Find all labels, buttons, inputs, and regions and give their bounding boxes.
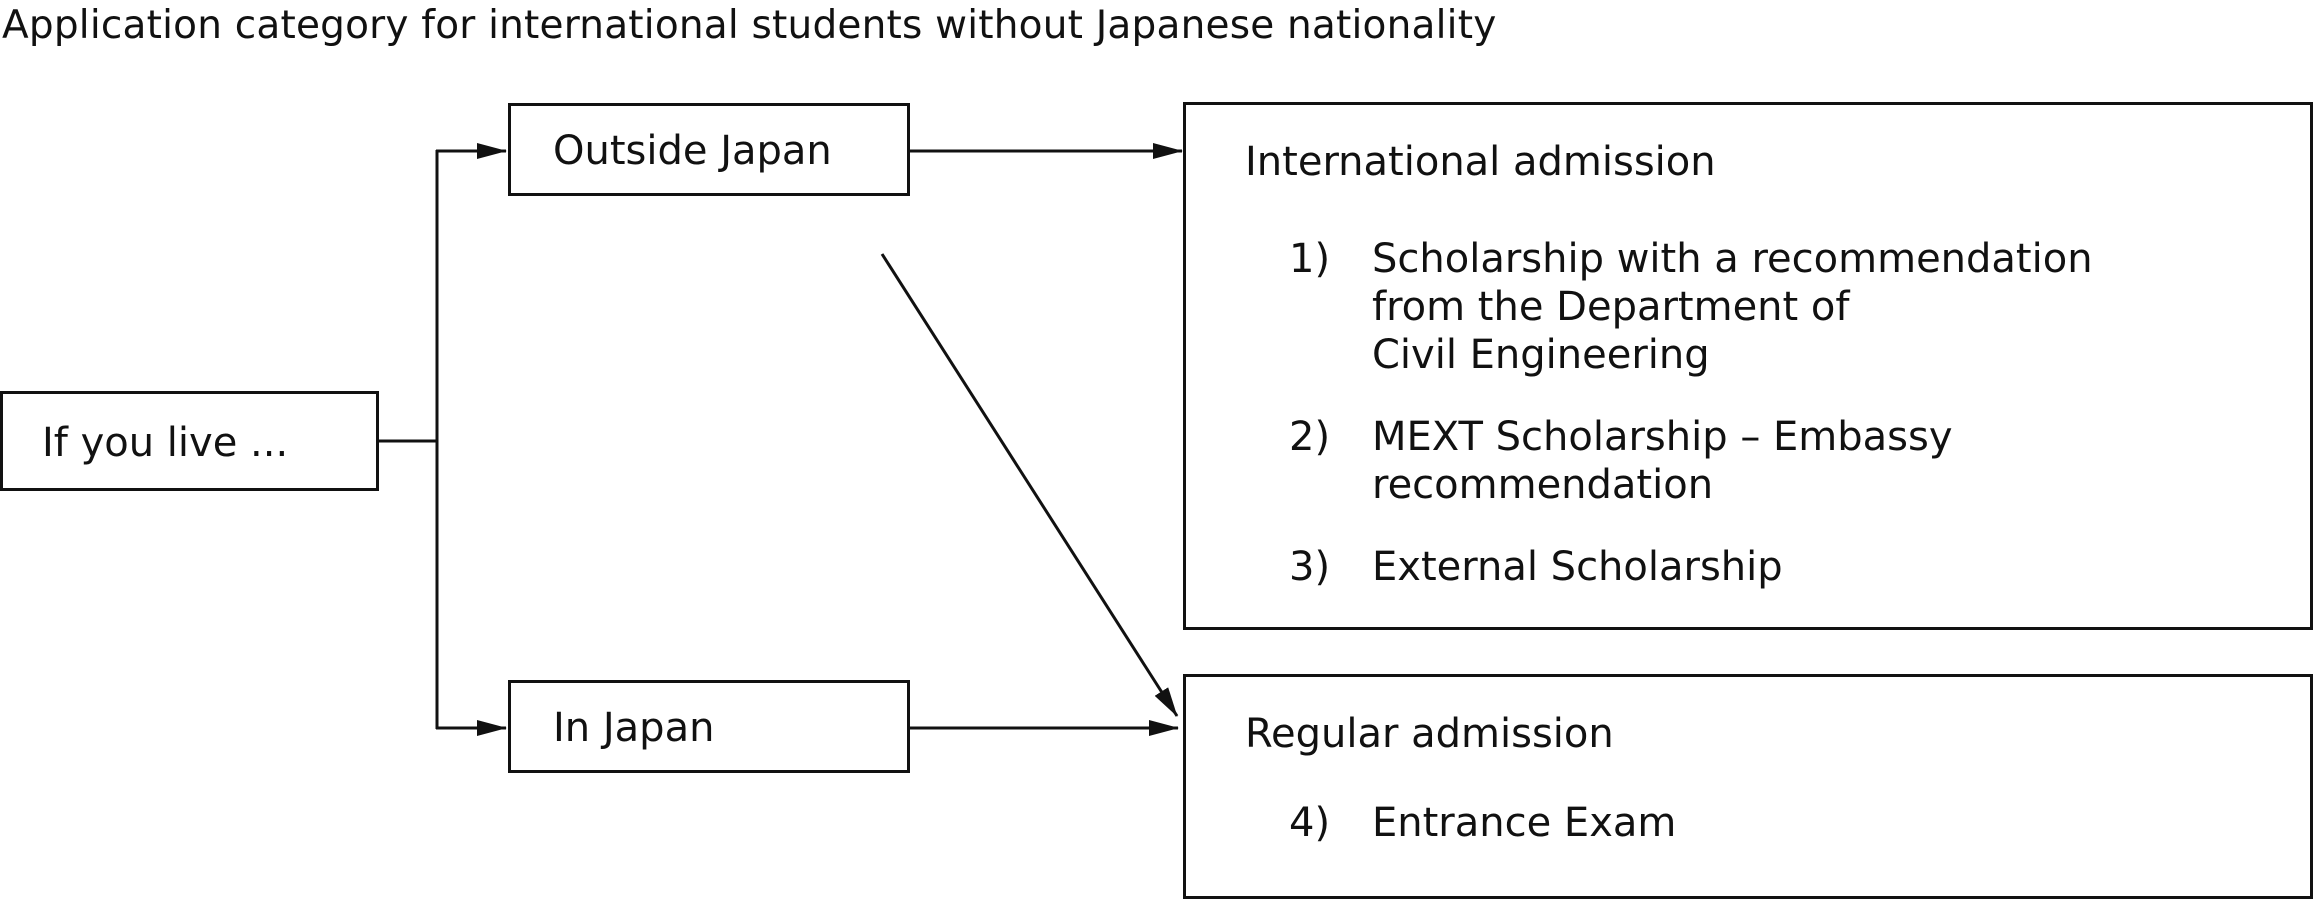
international-admission-title: International admission xyxy=(1245,139,1716,185)
list-item-number: 4) xyxy=(1289,800,1331,846)
in-japan-label: In Japan xyxy=(553,705,715,751)
international-admission-box: International admission 1) Scholarship w… xyxy=(1183,102,2313,630)
regular-admission-title: Regular admission xyxy=(1245,711,1614,757)
list-item-text: External Scholarship xyxy=(1372,544,1783,590)
start-box-label: If you live ... xyxy=(42,420,289,466)
outside-japan-box: Outside Japan xyxy=(508,103,910,196)
list-item-text: Scholarship with a recommendation from t… xyxy=(1372,236,2093,378)
diagram-title: Application category for international s… xyxy=(2,3,1497,48)
in-japan-box: In Japan xyxy=(508,680,910,773)
list-item-number: 1) xyxy=(1289,236,1331,282)
list-item-text: MEXT Scholarship – Embassy recommendatio… xyxy=(1372,414,1953,508)
list-item-text: Entrance Exam xyxy=(1372,800,1677,846)
outside-japan-label: Outside Japan xyxy=(553,128,832,174)
start-box: If you live ... xyxy=(0,391,379,491)
list-item-number: 2) xyxy=(1289,414,1331,460)
regular-admission-box: Regular admission 4) Entrance Exam xyxy=(1183,674,2313,899)
arrow-outside-to-regular xyxy=(880,253,1179,717)
list-item-number: 3) xyxy=(1289,544,1331,590)
